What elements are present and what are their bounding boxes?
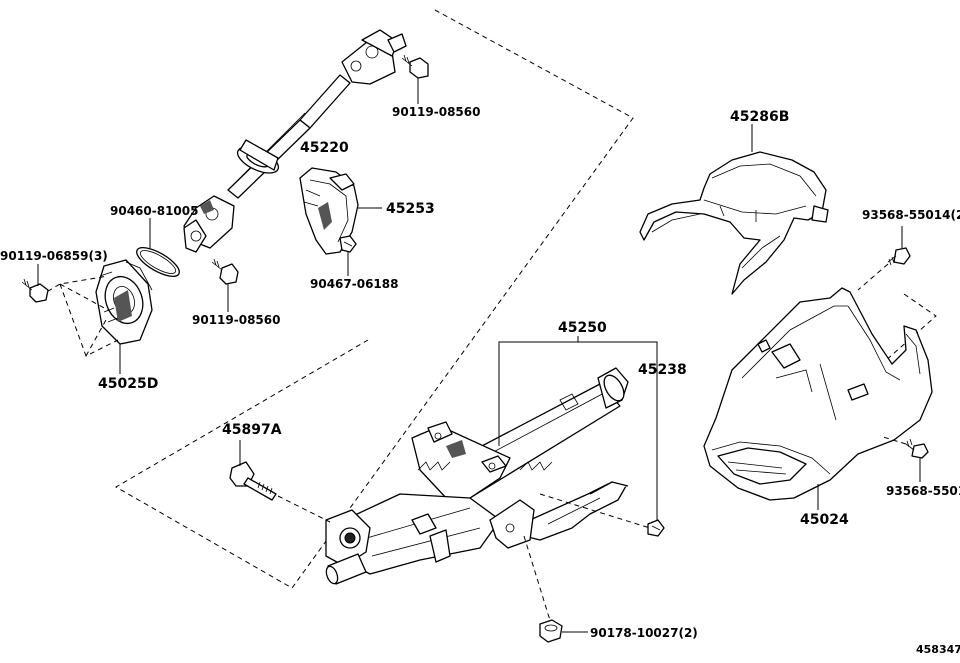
- boot-bolt-guide: [39, 275, 119, 357]
- label-45897a: 45897A: [222, 422, 282, 438]
- label-93568-55014-2: 93568-55014(2): [862, 208, 960, 222]
- diagram-id: 458347: [916, 643, 960, 656]
- screw-93568-55014: [905, 438, 929, 482]
- label-93568-55014: 93568-55014: [886, 484, 960, 498]
- steering-column-45250: [325, 367, 629, 585]
- label-90119-08560-top: 90119-08560: [392, 105, 480, 119]
- label-45220: 45220: [300, 140, 349, 156]
- clip-90467-06188: [339, 235, 357, 276]
- intermediate-shaft-45220: [183, 29, 407, 253]
- label-90119-06859: 90119-06859(3): [0, 249, 108, 263]
- assembly-boundary: [115, 9, 634, 589]
- label-45238: 45238: [638, 362, 687, 378]
- label-45286b: 45286B: [730, 109, 789, 125]
- label-45250: 45250: [558, 320, 607, 336]
- nut-90178-10027: [539, 619, 588, 643]
- bolt-90119-08560-top: [401, 54, 429, 104]
- upper-column-cover-45286b: [639, 124, 829, 295]
- label-45024: 45024: [800, 512, 849, 528]
- o-ring-90460-81005: [136, 218, 180, 277]
- label-90467-06188: 90467-06188: [310, 277, 398, 291]
- label-45253: 45253: [386, 201, 435, 217]
- label-90119-08560-mid: 90119-08560: [192, 313, 280, 327]
- label-90460-81005: 90460-81005: [110, 204, 198, 218]
- lower-column-cover-45024: [703, 287, 933, 510]
- screw-93568-55014-2: [887, 226, 911, 266]
- label-45025d: 45025D: [98, 376, 158, 392]
- bolt-45897a: [229, 440, 277, 501]
- nut-45238: [647, 519, 665, 537]
- label-90178-10027: 90178-10027(2): [590, 626, 698, 640]
- bolt-90119-08560-mid: [211, 258, 239, 312]
- steering-boot-45025d: [95, 259, 153, 345]
- column-hole-cover-45253: [299, 167, 359, 255]
- bolt-90119-06859: [21, 264, 49, 303]
